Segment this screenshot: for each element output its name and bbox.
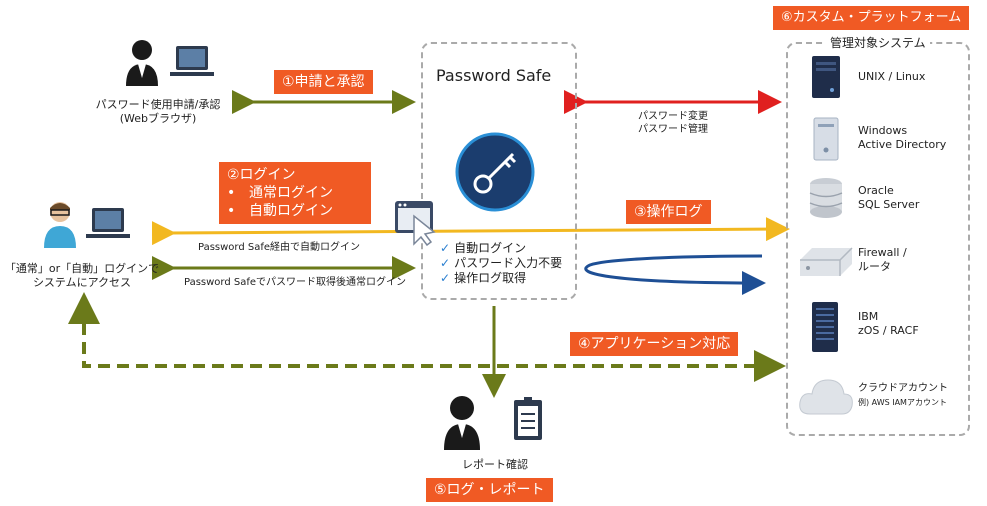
desktop-tower-icon	[813, 117, 839, 161]
key-icon	[455, 132, 535, 212]
requester-person-icon	[126, 40, 214, 86]
system-ibm: IBM zOS / RACF	[796, 302, 976, 352]
password-safe-box	[421, 42, 577, 300]
system-firewall: Firewall / ルータ	[796, 238, 976, 288]
password-safe-title: Password Safe	[436, 66, 552, 85]
system-unix: UNIX / Linux	[796, 56, 976, 106]
step2-label: ②ログイン •通常ログイン •自動ログイン	[219, 162, 371, 224]
auto-login-arrow	[151, 217, 790, 246]
managed-systems-title: 管理対象システム	[826, 34, 930, 51]
feature-item: ✓操作ログ取得	[440, 271, 527, 285]
password-mgmt-text: パスワード変更 パスワード管理	[638, 111, 708, 135]
report-caption: レポート確認	[462, 458, 528, 471]
check-icon: ✓	[440, 241, 451, 255]
system-windows: Windows Active Directory	[796, 116, 976, 166]
check-icon: ✓	[440, 271, 451, 285]
step5-label: ⑤ログ・レポート	[426, 478, 553, 502]
system-cloud: クラウドアカウント 例) AWS IAMアカウント	[796, 372, 976, 422]
system-oracle: Oracle SQL Server	[796, 176, 976, 226]
browser-cursor-icon	[395, 201, 436, 246]
feature-item: ✓自動ログイン	[440, 241, 527, 255]
feature-item: ✓パスワード入力不要	[440, 256, 563, 270]
auto-login-path-label: Password Safe経由で自動ログイン	[198, 242, 361, 253]
step4-label: ④アプリケーション対応	[570, 332, 739, 356]
requester-caption: パスワード使用申請/承認 (Webブラウザ)	[95, 98, 221, 125]
cloud-icon	[799, 379, 853, 415]
normal-login-path-label: Password Safeでパスワード取得後通常ログイン	[184, 277, 407, 288]
mainframe-icon	[812, 302, 838, 352]
app-support-arrow	[82, 304, 786, 382]
user-person-icon	[44, 202, 130, 248]
server-icon	[812, 56, 840, 98]
report-person-icon	[444, 396, 542, 450]
router-icon	[800, 247, 853, 276]
user-caption: 「通常」or「自動」ログインで システムにアクセス	[4, 262, 160, 289]
feature-list: ✓自動ログイン ✓パスワード入力不要 ✓操作ログ取得	[440, 241, 562, 286]
platform-label: ⑥カスタム・プラットフォーム	[773, 6, 970, 30]
step3-label: ③操作ログ	[626, 200, 711, 224]
session-loop-arrow	[584, 254, 766, 295]
check-icon: ✓	[440, 256, 451, 270]
database-icon	[809, 178, 843, 218]
step1-label: ①申請と承認	[274, 70, 373, 94]
